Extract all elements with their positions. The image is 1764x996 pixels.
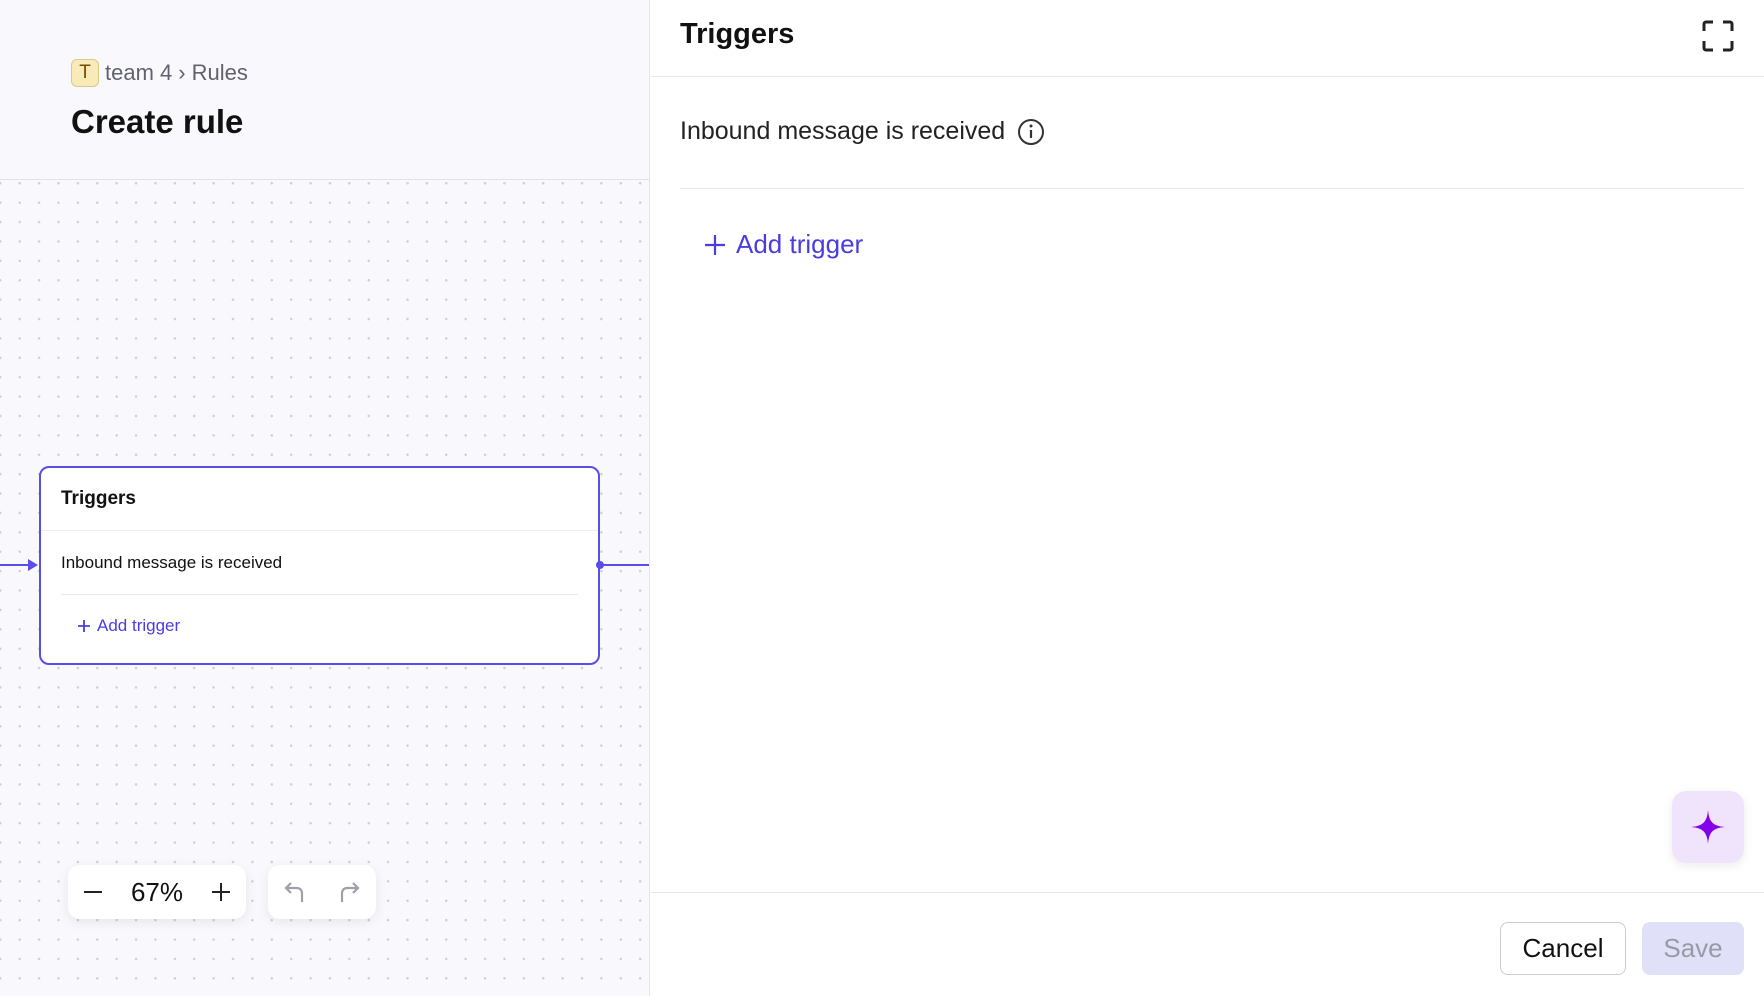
chevron-right-icon: › — [178, 60, 186, 85]
history-controls — [268, 865, 376, 919]
zoom-in-button[interactable] — [210, 881, 232, 903]
add-trigger-label: Add trigger — [736, 229, 864, 259]
divider — [41, 530, 598, 531]
zoom-out-button[interactable] — [82, 881, 104, 903]
node-add-trigger-button[interactable]: Add trigger — [77, 616, 180, 636]
expand-icon[interactable] — [1702, 20, 1734, 52]
divider — [651, 892, 1764, 893]
outgoing-connector — [600, 564, 649, 566]
breadcrumb: T team 4 › Rules — [71, 59, 248, 87]
zoom-controls: 67% — [68, 865, 246, 919]
ai-assistant-button[interactable] — [1672, 791, 1744, 863]
panel-header: Triggers — [651, 0, 1764, 77]
incoming-connector — [0, 564, 34, 566]
plus-icon — [78, 620, 90, 632]
breadcrumb-rules[interactable]: Rules — [191, 60, 248, 85]
sparkle-icon — [1691, 810, 1725, 844]
cancel-button[interactable]: Cancel — [1500, 922, 1626, 975]
divider — [61, 594, 578, 595]
page-title: Create rule — [71, 103, 244, 140]
save-button[interactable]: Save — [1642, 922, 1744, 975]
arrow-head-icon — [28, 559, 38, 571]
add-trigger-label: Add trigger — [97, 616, 181, 635]
triggers-node[interactable]: Triggers Inbound message is received Add… — [39, 466, 600, 665]
panel-add-trigger-button[interactable]: Add trigger — [704, 229, 863, 260]
trigger-label: Inbound message is received — [680, 117, 1006, 145]
breadcrumb-team[interactable]: team 4 — [105, 60, 173, 85]
plus-icon — [705, 234, 725, 255]
zoom-level: 67% — [130, 876, 184, 907]
node-output-handle[interactable] — [596, 561, 604, 569]
info-icon[interactable] — [1017, 118, 1045, 146]
undo-icon[interactable] — [282, 880, 308, 904]
divider — [680, 188, 1744, 189]
page-header: T team 4 › Rules Create rule — [0, 0, 649, 180]
panel-title: Triggers — [680, 18, 795, 50]
panel-trigger-item[interactable]: Inbound message is received — [680, 117, 1045, 146]
team-avatar: T — [71, 59, 99, 87]
node-title: Triggers — [61, 488, 136, 509]
rule-canvas-pane: T team 4 › Rules Create rule Triggers In… — [0, 0, 650, 996]
node-trigger-item[interactable]: Inbound message is received — [61, 553, 283, 572]
redo-icon[interactable] — [336, 880, 362, 904]
